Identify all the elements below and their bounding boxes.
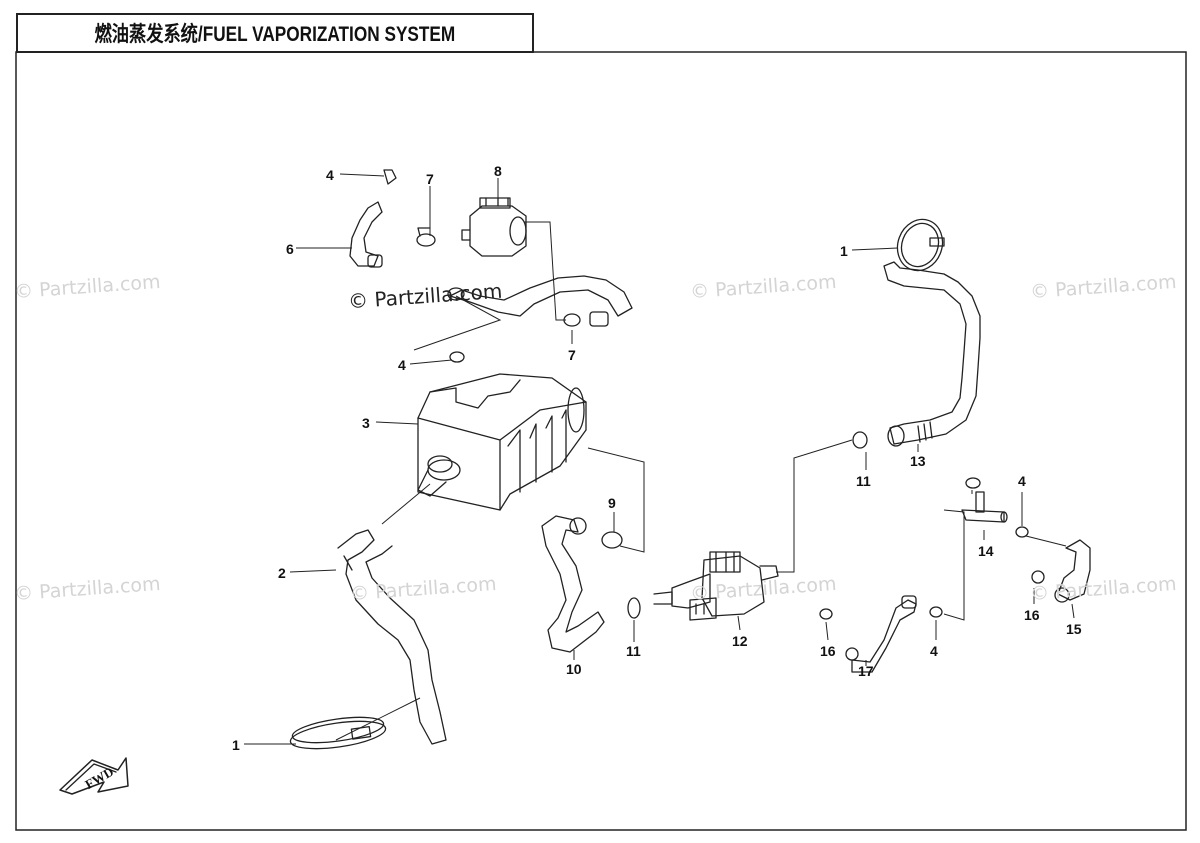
hose-13 — [883, 261, 981, 447]
clamp-7-top — [416, 227, 436, 247]
callout-16-right: 16 — [1024, 607, 1040, 623]
callout-labels: 4 6 7 8 7 4 3 2 1 9 10 11 12 11 13 1 4 1… — [82, 163, 1081, 792]
callout-4-bottom: 4 — [930, 643, 938, 659]
hose-2 — [337, 529, 447, 745]
callout-4-right-top: 4 — [1018, 473, 1026, 489]
clamp-16-mid — [819, 608, 833, 620]
callout-13: 13 — [910, 453, 926, 469]
hose-15 — [1054, 539, 1091, 603]
leader-lines — [244, 173, 1075, 745]
clip-4-top — [383, 169, 397, 185]
callout-8: 8 — [494, 163, 502, 179]
vapor-pipe — [447, 275, 633, 327]
callout-16-mid: 16 — [820, 643, 836, 659]
clamp-7-mid — [563, 313, 581, 327]
hose-10 — [541, 515, 605, 653]
clip-4-right-top — [965, 477, 981, 489]
hose-17 — [845, 595, 917, 673]
callout-15: 15 — [1066, 621, 1082, 637]
hose-clamp-1-left — [289, 716, 387, 750]
clamp-11-right — [852, 431, 868, 449]
callout-11-left: 11 — [626, 643, 641, 659]
charcoal-canister-3 — [417, 373, 587, 511]
callout-2: 2 — [278, 565, 286, 581]
callout-10: 10 — [566, 661, 582, 677]
callout-1-right: 1 — [840, 243, 848, 259]
callout-6: 6 — [286, 241, 294, 257]
callout-4-mid: 4 — [398, 357, 406, 373]
callout-1-left: 1 — [232, 737, 240, 753]
tee-14 — [961, 491, 1008, 523]
fwd-arrow-icon — [59, 757, 129, 795]
clamp-9 — [601, 531, 623, 549]
callout-3: 3 — [362, 415, 370, 431]
clamp-11-left — [627, 597, 641, 619]
hose-6 — [349, 201, 383, 268]
clamp-16-right — [1031, 570, 1045, 584]
clip-4-mid — [449, 351, 465, 363]
callout-11-right: 11 — [856, 473, 871, 489]
diagram-title: 燃油蒸发系统/FUEL VAPORIZATION SYSTEM — [94, 23, 456, 46]
clip-4-right — [1015, 526, 1029, 538]
diagram-title-box: 燃油蒸发系统/FUEL VAPORIZATION SYSTEM — [16, 13, 534, 53]
clip-4-bottom — [929, 606, 943, 618]
callout-12: 12 — [732, 633, 748, 649]
filter-8 — [461, 197, 527, 257]
callout-7-top: 7 — [426, 171, 434, 187]
callout-4-top: 4 — [326, 167, 334, 183]
callout-17: 17 — [858, 663, 874, 679]
callout-9: 9 — [608, 495, 616, 511]
purge-solenoid-12 — [653, 551, 779, 621]
diagram-border — [15, 51, 1187, 831]
callout-14: 14 — [978, 543, 994, 559]
fwd-label: FWD — [82, 764, 116, 792]
callout-7-mid: 7 — [568, 347, 576, 363]
